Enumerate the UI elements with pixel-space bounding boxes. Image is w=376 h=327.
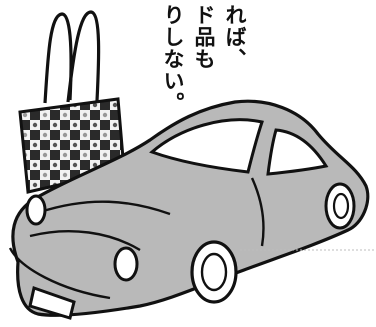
- sports-car-icon: [8, 99, 376, 320]
- text-column-2: ド品も: [192, 4, 216, 70]
- text-column-1: れば、: [223, 4, 247, 70]
- text-column-3: りしない。: [161, 4, 185, 114]
